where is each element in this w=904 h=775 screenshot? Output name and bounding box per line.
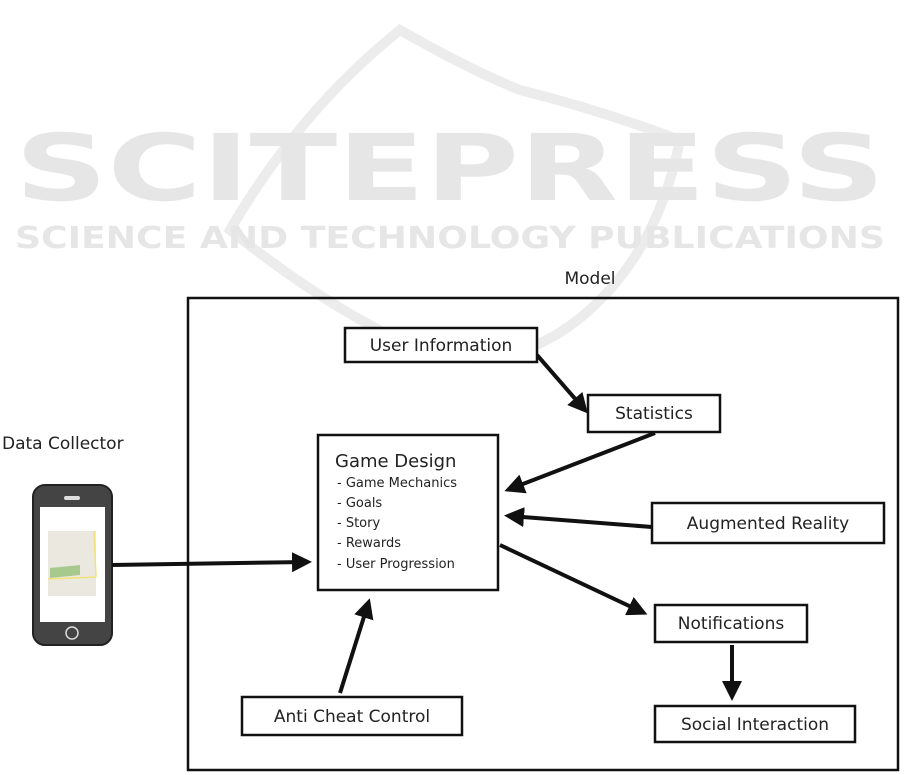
node-label: Social Interaction (681, 715, 829, 735)
data-collector-label: Data Collector (2, 434, 124, 454)
smartphone-icon (32, 484, 113, 646)
node-statistics: Statistics (586, 393, 722, 434)
node-title: Game Design (335, 451, 456, 472)
arrow-collector-to-game-design (111, 552, 312, 573)
node-social-interaction: Social Interaction (653, 704, 857, 744)
node-game-design: Game Design - Game Mechanics - Goals - S… (316, 433, 500, 592)
arrow-anticheat-to-game-design (338, 598, 374, 694)
node-augmented-reality: Augmented Reality (650, 501, 886, 545)
node-label: Augmented Reality (687, 514, 849, 534)
model-label: Model (564, 269, 615, 289)
node-item: - User Progression (337, 557, 455, 572)
watermark-subtitle: SCIENCE AND TECHNOLOGY PUBLICATIONS (15, 221, 885, 256)
node-item: - Game Mechanics (337, 476, 457, 491)
node-label: Statistics (615, 404, 693, 424)
node-label: Anti Cheat Control (274, 707, 430, 727)
node-label: Notifications (678, 614, 785, 634)
node-user-information: User Information (343, 326, 539, 364)
arrow-ar-to-game-design (504, 507, 653, 529)
arrow-game-design-to-notifications (499, 543, 648, 616)
model-container (186, 296, 900, 772)
watermark: SCITEPRESS SCIENCE AND TECHNOLOGY PUBLIC… (15, 23, 885, 364)
node-label: User Information (370, 336, 513, 356)
watermark-title: SCITEPRESS (15, 115, 885, 222)
node-anti-cheat-control: Anti Cheat Control (240, 695, 464, 737)
node-item: - Rewards (337, 536, 401, 551)
arrow-statistics-to-game-design (504, 431, 656, 494)
node-item: - Goals (337, 496, 382, 511)
arrow-user-info-to-statistics (535, 353, 588, 414)
node-notifications: Notifications (653, 603, 809, 644)
node-item: - Story (337, 516, 380, 531)
